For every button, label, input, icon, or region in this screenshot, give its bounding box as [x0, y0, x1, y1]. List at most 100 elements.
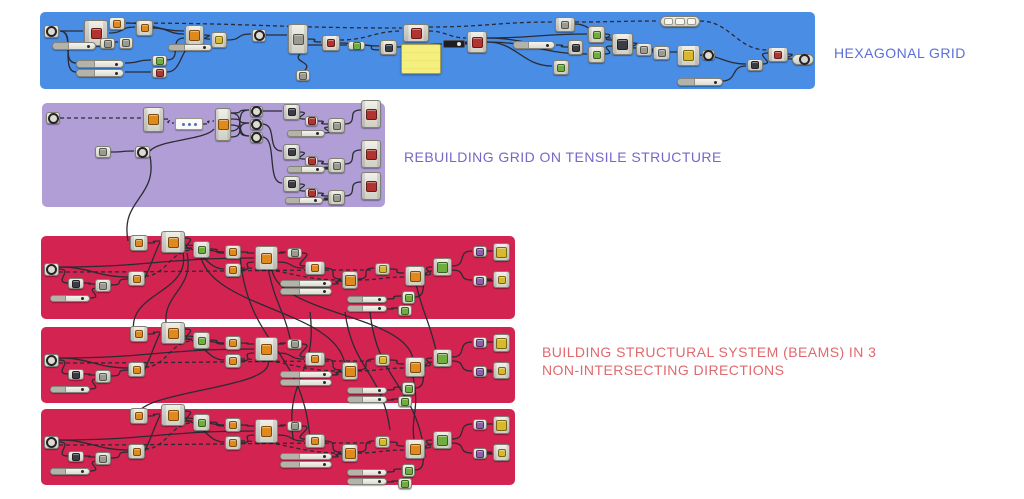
- gh-parameter[interactable]: [46, 112, 60, 124]
- gh-parameter[interactable]: [252, 29, 266, 42]
- gh-component[interactable]: [493, 334, 510, 352]
- gh-number-slider[interactable]: [677, 78, 723, 86]
- gh-component[interactable]: [161, 231, 185, 253]
- gh-component[interactable]: [193, 332, 210, 349]
- gh-component-small[interactable]: [68, 451, 84, 462]
- gh-capsule[interactable]: [660, 16, 700, 27]
- gh-component[interactable]: [467, 31, 487, 53]
- gh-number-slider[interactable]: [50, 386, 90, 393]
- gh-number-slider[interactable]: [280, 371, 332, 378]
- gh-component[interactable]: [255, 419, 278, 443]
- gh-component-small[interactable]: [119, 37, 133, 49]
- gh-parameter[interactable]: [250, 106, 263, 117]
- gh-component[interactable]: [255, 246, 278, 270]
- gh-component[interactable]: [493, 362, 510, 379]
- gh-dark-panel[interactable]: [443, 40, 465, 48]
- gh-component[interactable]: [433, 258, 452, 276]
- gh-number-slider[interactable]: [347, 296, 387, 303]
- gh-number-slider[interactable]: [285, 197, 323, 204]
- gh-component-small[interactable]: [348, 41, 365, 50]
- beams-group-1[interactable]: [41, 236, 515, 319]
- gh-component[interactable]: [588, 26, 605, 43]
- slider-grip[interactable]: [323, 282, 326, 285]
- gh-component-small[interactable]: [473, 448, 487, 459]
- gh-component[interactable]: [588, 46, 605, 63]
- gh-component[interactable]: [636, 43, 652, 56]
- gh-component[interactable]: [225, 336, 241, 350]
- gh-component-small[interactable]: [95, 146, 111, 158]
- gh-component[interactable]: [677, 45, 700, 66]
- gh-component[interactable]: [433, 349, 452, 367]
- slider-grip[interactable]: [714, 80, 717, 84]
- gh-component[interactable]: [375, 436, 390, 448]
- gh-component[interactable]: [361, 100, 381, 128]
- gh-component[interactable]: [380, 40, 397, 55]
- gh-component[interactable]: [328, 118, 345, 133]
- gh-component[interactable]: [225, 354, 241, 368]
- gh-component[interactable]: [211, 32, 227, 48]
- gh-component[interactable]: [375, 354, 390, 366]
- gh-parameter[interactable]: [44, 436, 59, 449]
- gh-component[interactable]: [328, 190, 345, 205]
- gh-panel[interactable]: [401, 44, 441, 74]
- slider-grip[interactable]: [323, 463, 326, 466]
- gh-component[interactable]: [193, 241, 210, 258]
- gh-parameter[interactable]: [44, 263, 59, 276]
- slider-grip[interactable]: [81, 470, 84, 473]
- gh-component-small[interactable]: [152, 67, 167, 78]
- gh-component-small[interactable]: [398, 396, 412, 407]
- slider-grip[interactable]: [323, 455, 326, 458]
- gh-component[interactable]: [322, 35, 340, 51]
- gh-component[interactable]: [283, 104, 300, 120]
- gh-component[interactable]: [128, 444, 145, 459]
- gh-parameter[interactable]: [250, 132, 263, 143]
- gh-component[interactable]: [283, 144, 300, 160]
- slider-grip[interactable]: [81, 388, 84, 391]
- gh-parameter[interactable]: [44, 25, 59, 38]
- gh-component[interactable]: [493, 243, 510, 261]
- gh-number-slider[interactable]: [168, 44, 212, 51]
- gh-component[interactable]: [405, 266, 425, 286]
- gh-component-small[interactable]: [402, 291, 415, 304]
- gh-component-small[interactable]: [473, 246, 487, 257]
- gh-component[interactable]: [405, 439, 425, 459]
- gh-component[interactable]: [405, 357, 425, 377]
- gh-component[interactable]: [768, 47, 788, 62]
- slider-grip[interactable]: [546, 43, 549, 47]
- gh-component[interactable]: [95, 452, 111, 465]
- gh-component-small[interactable]: [473, 366, 487, 377]
- gh-component-small[interactable]: [402, 382, 415, 395]
- gh-component[interactable]: [403, 24, 429, 42]
- gh-component-small[interactable]: [296, 70, 310, 81]
- gh-component-small[interactable]: [473, 337, 487, 348]
- gh-number-slider[interactable]: [280, 280, 332, 287]
- gh-component-small[interactable]: [287, 421, 302, 431]
- gh-parameter[interactable]: [44, 354, 59, 367]
- gh-component[interactable]: [653, 46, 670, 60]
- gh-number-slider[interactable]: [287, 130, 325, 137]
- gh-component[interactable]: [95, 279, 111, 292]
- gh-component[interactable]: [328, 158, 345, 173]
- gh-component[interactable]: [342, 444, 358, 462]
- gh-component[interactable]: [375, 263, 390, 275]
- gh-number-slider[interactable]: [280, 288, 332, 295]
- gh-number-slider[interactable]: [347, 469, 387, 476]
- slider-grip[interactable]: [314, 199, 317, 202]
- gh-component[interactable]: [143, 107, 164, 132]
- slider-grip[interactable]: [378, 398, 381, 401]
- gh-component[interactable]: [185, 25, 204, 45]
- slider-grip[interactable]: [323, 373, 326, 376]
- gh-number-slider[interactable]: [513, 41, 555, 49]
- gh-component[interactable]: [128, 362, 145, 377]
- gh-number-slider[interactable]: [76, 69, 124, 77]
- gh-component[interactable]: [225, 263, 241, 277]
- gh-number-slider[interactable]: [347, 396, 387, 403]
- slider-grip[interactable]: [378, 389, 381, 392]
- gh-component[interactable]: [305, 434, 325, 448]
- gh-component-small[interactable]: [305, 116, 318, 126]
- gh-component[interactable]: [225, 418, 241, 432]
- gh-component-small[interactable]: [473, 419, 487, 430]
- gh-number-slider[interactable]: [287, 166, 325, 173]
- slider-grip[interactable]: [378, 307, 381, 310]
- gh-component-small[interactable]: [100, 38, 115, 49]
